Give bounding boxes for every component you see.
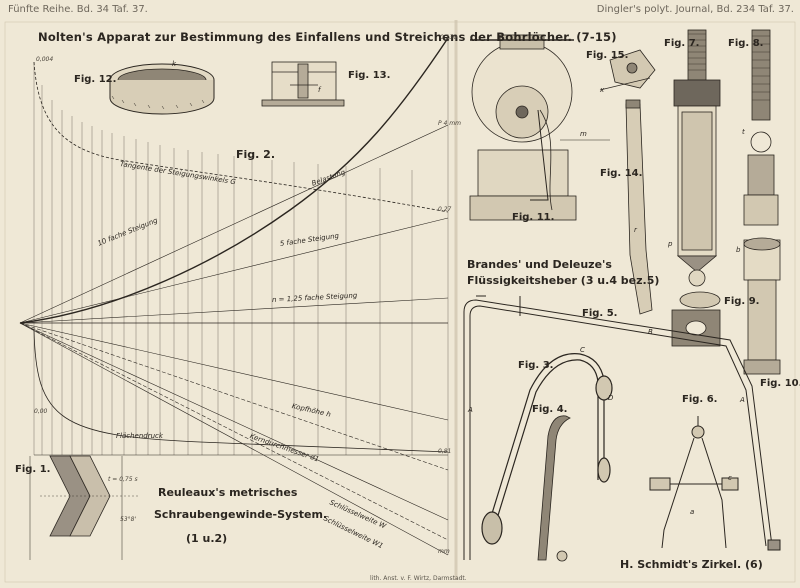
letter-p: p — [668, 240, 673, 248]
value-right-mm: mm — [438, 548, 450, 555]
ray-schl-b — [19, 322, 449, 541]
ray-schl-c — [19, 322, 449, 556]
flaechendruck-curve — [33, 329, 449, 453]
fig3-siphon — [481, 353, 613, 545]
brandes-subtitle: Flüssigkeitsheber (3 u.4 bez.5) — [467, 274, 660, 287]
fig11-label: Fig. 11. — [512, 212, 555, 223]
schmidt-title: H. Schmidt's Zirkel. (6) — [620, 558, 763, 571]
fig14-label: Fig. 14. — [600, 168, 643, 179]
ray-10fach — [19, 124, 449, 324]
fig9-label: Fig. 9. — [724, 296, 760, 307]
main-title: Nolten's Apparat zur Bestimmung des Einf… — [38, 30, 617, 44]
ray-5fach — [19, 217, 449, 324]
tangente-curve — [33, 61, 449, 213]
fig2-vertical-grid — [33, 38, 449, 555]
ray-kern — [19, 322, 449, 471]
fig10-label: Fig. 10. — [760, 378, 800, 389]
fig14-rod — [625, 99, 653, 315]
value-right-81: 0,81 — [438, 448, 452, 455]
fig3-label: Fig. 3. — [518, 360, 554, 371]
ray-kopfhoehe — [19, 322, 449, 421]
letter-A-right: A — [740, 396, 745, 404]
value-left-mid: 0,00 — [34, 408, 48, 415]
fig6-compass — [649, 416, 739, 549]
imprint: lith. Anst. v. F. Wirtz, Darmstadt. — [370, 575, 467, 582]
letter-D: D — [608, 394, 614, 402]
fig5-label: Fig. 5. — [582, 308, 618, 319]
fig11-instrument — [469, 34, 610, 221]
letter-t: t — [742, 128, 745, 136]
fig2-label: Fig. 2. — [236, 148, 275, 161]
letter-B: B — [648, 328, 653, 336]
value-t: t = 0,75 s — [108, 476, 138, 483]
fig2-graph — [19, 37, 449, 556]
belastung-curve — [19, 37, 449, 324]
letter-c: c — [728, 474, 732, 482]
fig1-label: Fig. 1. — [15, 464, 51, 475]
fig15-part — [599, 49, 656, 91]
fig15-label: Fig. 15. — [586, 50, 629, 61]
letter-x: x — [600, 86, 605, 94]
reuleaux-title-2: Schraubengewinde-System. — [154, 508, 328, 521]
letter-k: k — [172, 60, 177, 68]
fig8-label: Fig. 8. — [728, 38, 764, 49]
letter-A-left: A — [468, 406, 473, 414]
letter-C: C — [580, 346, 585, 354]
brandes-title: Brandes' und Deleuze's — [467, 258, 612, 271]
value-top-left: 0,004 — [36, 56, 54, 63]
label-flaechendruck: Flächendruck — [116, 432, 163, 440]
letter-f: f — [318, 86, 321, 94]
fig4-tube — [537, 415, 571, 562]
fig8-cylinder — [743, 29, 779, 226]
fig13-device — [261, 61, 345, 107]
letter-b: b — [736, 246, 741, 254]
fig12-label: Fig. 12. — [74, 74, 117, 85]
value-right-top: 0,130 — [440, 34, 458, 41]
header-journal: Dingler's polyt. Journal, Bd. 234 Taf. 3… — [596, 4, 794, 15]
letter-a: a — [690, 508, 695, 516]
fig10-column — [743, 237, 781, 375]
fig5-siphon — [463, 295, 781, 560]
fig7-label: Fig. 7. — [664, 38, 700, 49]
fig7-cylinder — [673, 29, 721, 287]
value-pmm: P 4 mm — [438, 120, 461, 127]
value-right-27: 0,27 — [438, 206, 452, 213]
reuleaux-title-3: (1 u.2) — [186, 532, 228, 545]
reuleaux-title-1: Reuleaux's metrisches — [158, 486, 298, 499]
fig6-label: Fig. 6. — [682, 394, 718, 405]
letter-r: r — [634, 226, 637, 234]
fig13-label: Fig. 13. — [348, 70, 391, 81]
header-series: Fünfte Reihe. Bd. 34 Taf. 37. — [8, 4, 148, 15]
plate-border — [4, 21, 796, 583]
fig9-block — [671, 291, 721, 347]
ray-schl-a — [19, 322, 449, 521]
ray-125fach — [19, 297, 449, 324]
letter-m: m — [580, 130, 587, 138]
fig4-label: Fig. 4. — [532, 404, 568, 415]
fig1-thread — [29, 455, 140, 560]
value-angle: 53°8' — [120, 516, 137, 523]
fig12-ring — [109, 63, 215, 115]
